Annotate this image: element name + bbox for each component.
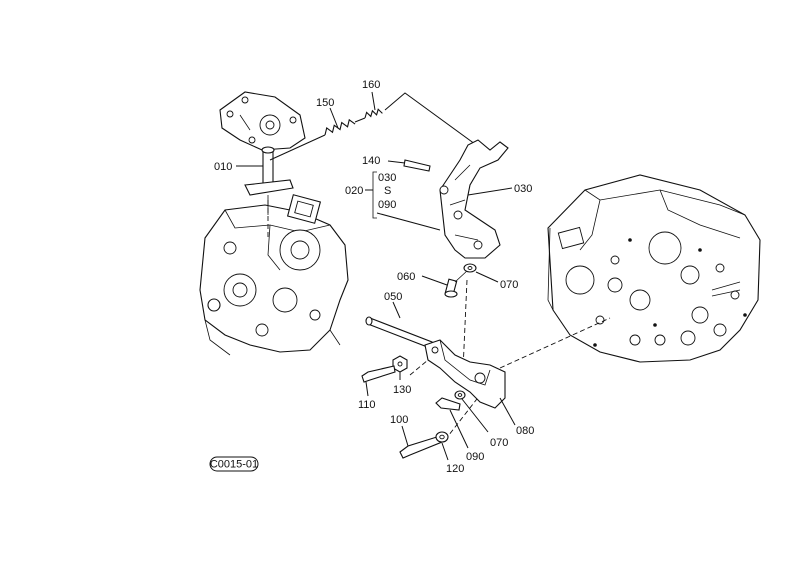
drawing-code: C0015-01 [210, 459, 258, 471]
drawing-code-frame [209, 456, 259, 472]
part-030-bracket [439, 139, 513, 259]
part-070-washer-upper [463, 263, 499, 283]
label-160: 160 [362, 79, 380, 91]
label-120: 120 [446, 463, 464, 475]
part-050-rod [365, 301, 433, 349]
part-090-bolt-lower [435, 397, 469, 449]
part-120-washer [435, 431, 449, 461]
label-140: 140 [362, 155, 380, 167]
label-090-group: 090 [378, 199, 396, 211]
engine-gear-case-left [199, 194, 349, 356]
part-150-spring [269, 107, 366, 161]
label-050: 050 [384, 291, 402, 303]
part-070-washer-lower [454, 390, 489, 433]
part-number-labels: 010 150 160 140 030 020 S 090 030 060 07… [214, 79, 534, 475]
cover-plate [219, 91, 306, 151]
part-080-link-block [424, 339, 516, 426]
drawing-code-badge: C0015-01 [209, 456, 259, 472]
label-150: 150 [316, 97, 334, 109]
group-020-bracket-lines [365, 171, 441, 231]
label-060: 060 [397, 271, 415, 283]
label-020: 020 [345, 185, 363, 197]
label-110: 110 [358, 399, 376, 411]
part-060-bolt [421, 269, 469, 298]
label-090-lower: 090 [466, 451, 484, 463]
part-130-nut [392, 355, 408, 380]
engine-block-right [547, 174, 761, 363]
label-130: 130 [393, 384, 411, 396]
part-160-spring [364, 91, 491, 156]
label-010: 010 [214, 161, 232, 173]
label-030-group: 030 [378, 172, 396, 184]
label-030: 030 [514, 183, 532, 195]
label-070-lower: 070 [490, 437, 508, 449]
part-110-bolt [361, 365, 396, 397]
label-100: 100 [390, 414, 408, 426]
part-010-lever-shaft [236, 146, 294, 215]
part-140-pin [387, 159, 431, 172]
part-100-bolt [399, 425, 443, 459]
label-tilde: S [384, 185, 391, 197]
label-070-upper: 070 [500, 279, 518, 291]
label-080: 080 [516, 425, 534, 437]
